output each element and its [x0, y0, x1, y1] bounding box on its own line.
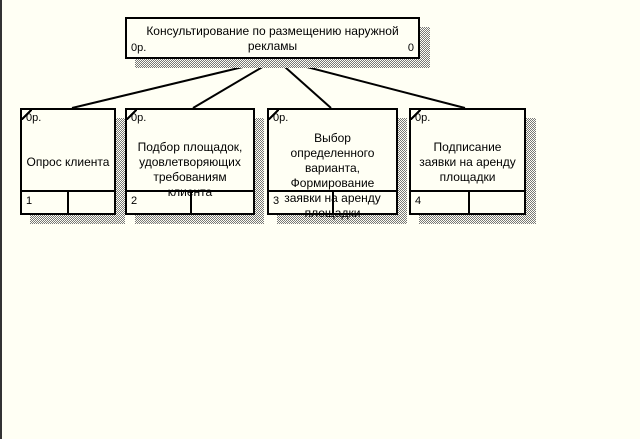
activity-title: Опрос клиента — [26, 155, 110, 169]
activity-title: Выбор определенного варианта, Формирован… — [284, 131, 381, 220]
activity-title: Подбор площадок, удовлетворяющих требова… — [137, 140, 243, 199]
canvas-left-border — [0, 0, 2, 439]
activity-box-3[interactable]: 0р. Выбор определенного варианта, Формир… — [267, 108, 398, 220]
activity-title: Подписание заявки на аренду площадки — [419, 140, 516, 184]
activity-number: 1 — [26, 195, 33, 207]
activity-box-2[interactable]: 0р. Подбор площадок, удовлетворяющих тре… — [125, 108, 255, 215]
corner-mark — [269, 110, 279, 120]
activity-cost: 0р. — [131, 112, 147, 124]
activity-cost: 0р. — [131, 42, 147, 54]
parent-activity-box[interactable]: Консультирование по размещению наружной … — [125, 17, 420, 59]
activity-cost: 0р. — [26, 112, 42, 124]
corner-mark — [22, 110, 32, 120]
corner-mark — [127, 110, 137, 120]
corner-mark — [411, 110, 421, 120]
activity-number: 0 — [407, 42, 414, 54]
activity-box-1[interactable]: 0р. Опрос клиента 1 — [20, 108, 116, 215]
activity-title: Консультирование по размещению наружной … — [146, 24, 399, 53]
activity-box-4[interactable]: 0р. Подписание заявки на аренду площадки… — [409, 108, 526, 215]
activity-cost: 0р. — [273, 112, 289, 124]
activity-number: 4 — [415, 195, 422, 207]
activity-number: 2 — [131, 195, 138, 207]
activity-cost: 0р. — [415, 112, 431, 124]
activity-number: 3 — [273, 195, 280, 207]
